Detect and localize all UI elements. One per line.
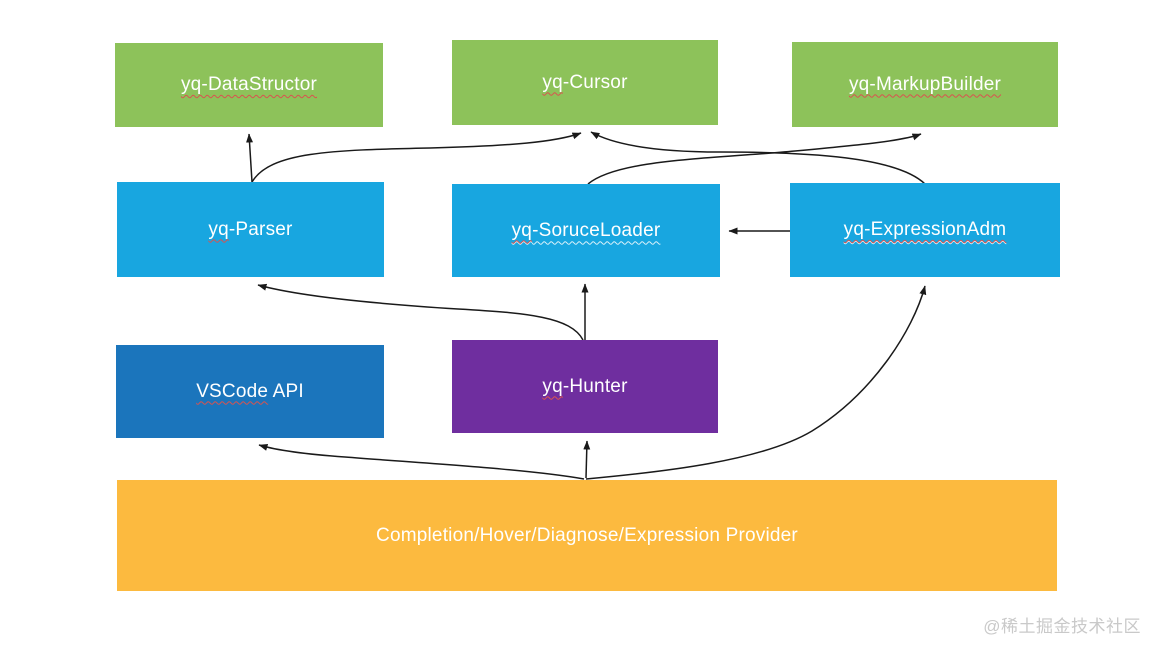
spellchecked-text: yq <box>542 375 563 397</box>
node-label: VSCode API <box>196 381 304 403</box>
plain-text: -Cursor <box>562 71 628 93</box>
arrow-provider-to-hunter <box>583 440 591 479</box>
plain-text: API <box>268 380 304 402</box>
node-yq-soruceloader: yq-SoruceLoader <box>452 184 720 277</box>
spellchecked-text: yq <box>511 219 533 241</box>
node-yq-datastructor: yq-DataStructor <box>115 43 383 127</box>
spellchecked-text: yq <box>208 218 229 240</box>
arrow-hunter-to-parser <box>257 283 584 341</box>
plain-text: -Parser <box>228 218 293 240</box>
node-label: yq-MarkupBuilder <box>849 74 1001 96</box>
node-label: yq-Parser <box>208 219 292 241</box>
arrow-expressionadm-to-cursor <box>590 131 926 185</box>
node-yq-parser: yq-Parser <box>117 182 384 277</box>
plain-text: -SoruceLoader <box>532 219 661 241</box>
node-provider: Completion/Hover/Diagnose/Expression Pro… <box>117 480 1057 591</box>
plain-text: Completion/Hover/Diagnose/Expression Pro… <box>376 524 798 546</box>
watermark: @稀土掘金技术社区 <box>983 617 1141 636</box>
spellchecked-text: yq-MarkupBuilder <box>848 73 1002 95</box>
node-label: Completion/Hover/Diagnose/Expression Pro… <box>376 525 798 547</box>
node-yq-hunter: yq-Hunter <box>452 340 718 433</box>
arrow-parser-to-datastructor <box>246 133 254 183</box>
spellchecked-text: yq-DataStructor <box>180 74 318 95</box>
node-yq-cursor: yq-Cursor <box>452 40 718 125</box>
arrow-provider-to-vscodeapi <box>258 444 585 480</box>
arrow-soruceloader-to-markupbuilder <box>587 133 922 185</box>
node-yq-markupbuilder: yq-MarkupBuilder <box>792 42 1058 127</box>
spellchecked-text: VSCode <box>196 380 269 402</box>
spellchecked-text: yq-ExpressionAdm <box>843 219 1007 240</box>
node-vscode-api: VSCode API <box>116 345 384 438</box>
plain-text: -Hunter <box>562 375 628 397</box>
node-label: yq-DataStructor <box>181 74 317 96</box>
node-yq-expressionadm: yq-ExpressionAdm <box>790 183 1060 277</box>
node-label: yq-SoruceLoader <box>512 220 661 242</box>
spellchecked-text: yq <box>542 71 563 93</box>
node-label: yq-Cursor <box>542 72 627 94</box>
node-label: yq-Hunter <box>542 376 627 398</box>
arrow-parser-to-cursor <box>251 132 582 183</box>
node-label: yq-ExpressionAdm <box>844 219 1007 241</box>
